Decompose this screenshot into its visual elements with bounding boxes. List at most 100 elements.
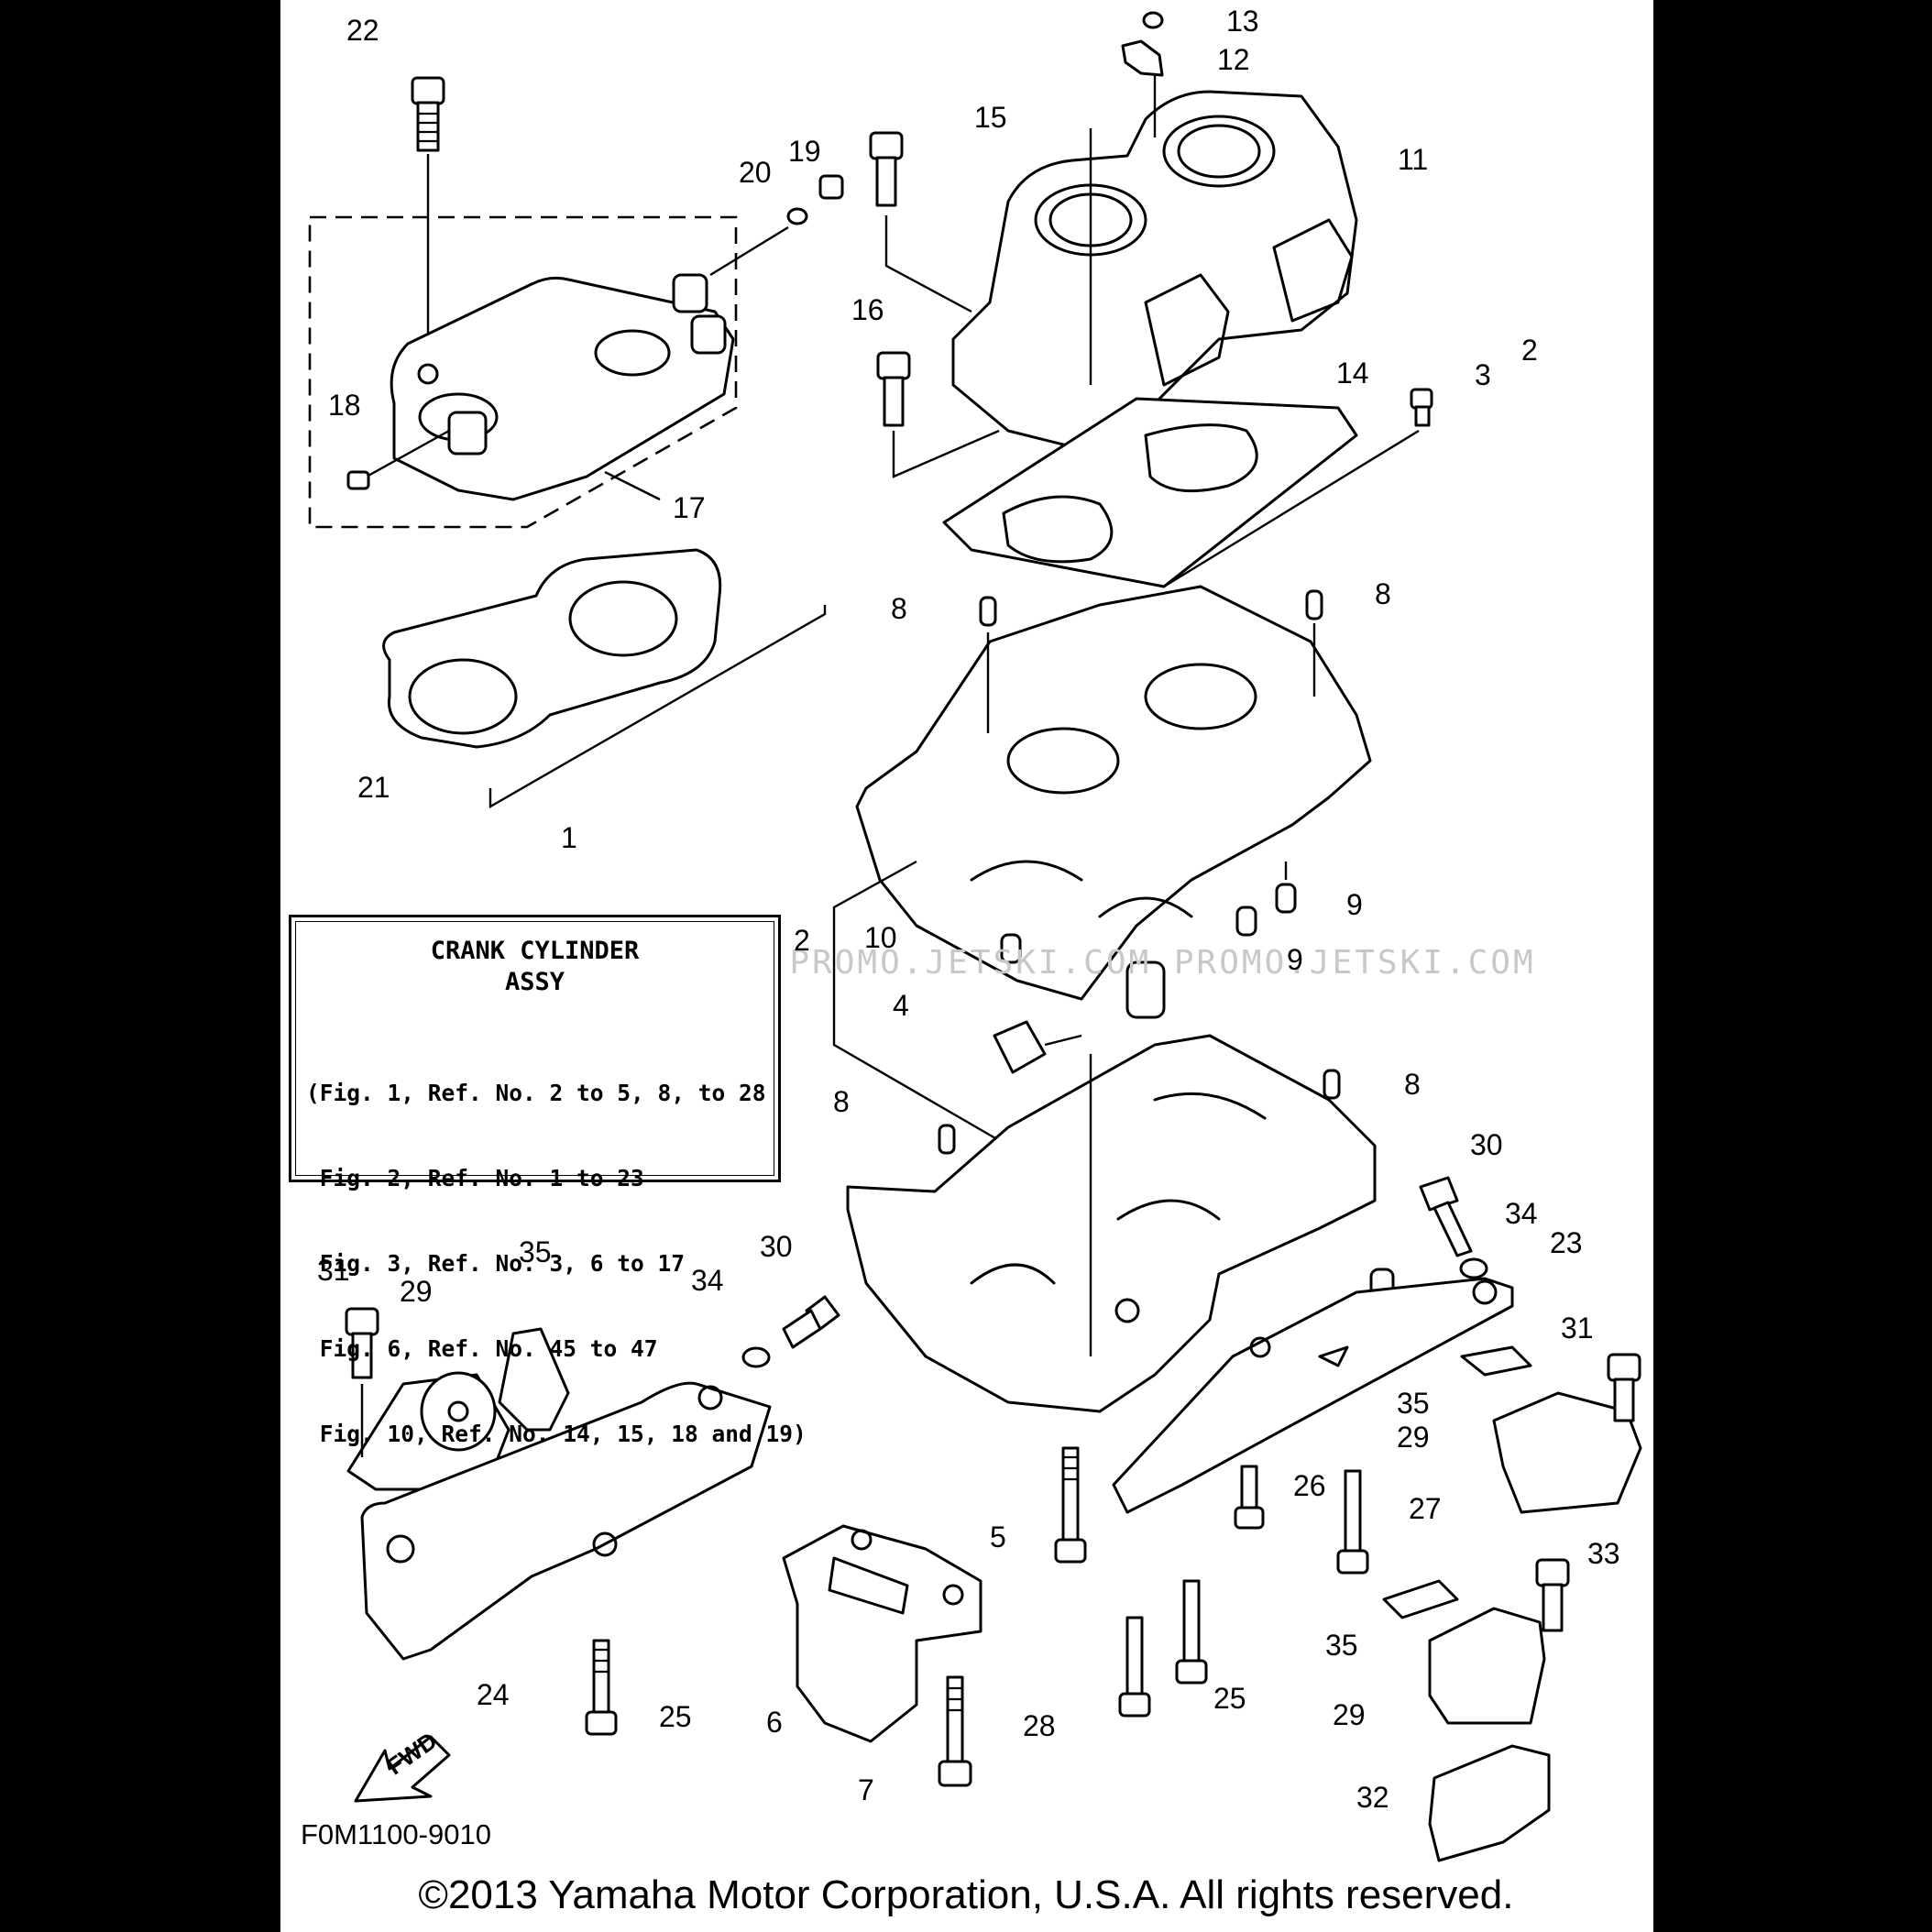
callout-2: 2	[794, 924, 810, 957]
callout-12: 12	[1217, 43, 1250, 76]
callout-4: 4	[893, 989, 909, 1022]
callout-35: 35	[519, 1235, 552, 1268]
callout-29: 29	[400, 1275, 433, 1308]
callout-1: 1	[561, 821, 577, 854]
callout-10: 10	[864, 921, 897, 954]
dowel-9-a-icon	[1275, 862, 1297, 914]
cylinder-11	[951, 64, 1358, 451]
callout-15: 15	[974, 101, 1007, 134]
crank-cylinder-legend-box: CRANK CYLINDER ASSY (Fig. 1, Ref. No. 2 …	[289, 915, 807, 1447]
bolt-27-icon	[1336, 1469, 1369, 1575]
callout-29: 29	[1333, 1698, 1366, 1731]
dowel-10-icon	[1000, 933, 1022, 964]
cylinder-head-assembly	[308, 215, 738, 529]
callout-6: 6	[766, 1706, 783, 1739]
callout-8: 8	[1404, 1068, 1421, 1101]
callout-3: 3	[1475, 358, 1491, 391]
engine-mount-6	[782, 1524, 982, 1743]
bolt-16-icon	[876, 351, 1000, 478]
dowel-8-d-icon	[1323, 1069, 1341, 1100]
callout-30: 30	[1470, 1128, 1503, 1161]
callout-17: 17	[673, 491, 706, 524]
callout-27: 27	[1409, 1492, 1442, 1525]
crankcase-lower	[846, 1034, 1395, 1413]
crankcase-upper	[832, 585, 1372, 1147]
callout-34: 34	[691, 1264, 724, 1297]
callout-34: 34	[1505, 1197, 1538, 1230]
stud-5-icon	[1054, 1446, 1087, 1564]
bolt-30-right-icon	[1419, 1176, 1473, 1257]
sleeve-4-icon	[993, 1020, 1082, 1074]
bolt-15-icon	[869, 131, 972, 313]
callout-29: 29	[1397, 1421, 1430, 1454]
bolt-31-left-icon	[345, 1307, 379, 1457]
callout-35: 35	[1397, 1387, 1430, 1420]
shim-35-right-lower-icon	[1382, 1579, 1459, 1619]
screw-13-icon	[1142, 11, 1164, 29]
bolt-25-left-icon	[585, 1639, 618, 1736]
callout-31: 31	[1561, 1312, 1594, 1345]
callout-13: 13	[1226, 5, 1259, 38]
base-gasket-14	[942, 397, 1358, 588]
callout-8: 8	[833, 1085, 850, 1118]
copyright-notice: ©2013 Yamaha Motor Corporation, U.S.A. A…	[418, 1872, 1514, 1917]
stud-3-icon	[1163, 388, 1433, 588]
bolt-7-icon	[938, 1675, 972, 1787]
legend-lines: (Fig. 1, Ref. No. 2 to 5, 8, to 28 Fig. …	[306, 1022, 807, 1505]
legend-title: CRANK CYLINDER ASSY	[430, 937, 640, 996]
legend-inner-border	[295, 921, 774, 1176]
dowel-8-a-icon	[979, 596, 997, 733]
callout-8: 8	[891, 592, 907, 625]
plug-19-icon	[818, 174, 844, 200]
callout-8: 8	[1375, 577, 1391, 610]
callout-22: 22	[346, 14, 379, 47]
callout-32: 32	[1356, 1781, 1389, 1814]
spacer-32	[1428, 1744, 1551, 1862]
callout-30: 30	[760, 1230, 793, 1263]
bolt-31-right-icon	[1607, 1353, 1641, 1422]
dowel-8-c-icon	[938, 1124, 956, 1155]
legend-line: Fig. 10, Ref. No. 14, 15, 18 and 19)	[306, 1421, 807, 1447]
callout-28: 28	[1023, 1709, 1056, 1742]
callout-16: 16	[851, 293, 884, 326]
callout-18: 18	[328, 389, 361, 422]
engine-mount-29-right-lower	[1428, 1607, 1546, 1725]
callout-26: 26	[1293, 1469, 1326, 1502]
legend-line: Fig. 3, Ref. No. 3, 6 to 17	[306, 1250, 686, 1277]
washer-20-icon	[709, 207, 808, 277]
callout-35: 35	[1325, 1629, 1358, 1662]
dowel-9-b-icon	[1235, 906, 1257, 937]
shim-35-right-upper-icon	[1460, 1345, 1532, 1377]
callout-31: 31	[317, 1254, 350, 1287]
legend-line: Fig. 2, Ref. No. 1 to 23	[306, 1165, 644, 1191]
bolt-26-icon	[1234, 1465, 1265, 1530]
callout-9: 9	[1346, 888, 1363, 921]
shim-35-left-icon	[498, 1327, 570, 1432]
callout-7: 7	[858, 1773, 874, 1806]
head-gasket-21	[382, 548, 827, 809]
legend-line: (Fig. 1, Ref. No. 2 to 5, 8, to 28	[306, 1080, 766, 1106]
callout-23: 23	[1550, 1226, 1583, 1259]
bolt-28-icon	[1118, 1616, 1151, 1718]
callout-9: 9	[1287, 943, 1303, 976]
callout-25: 25	[659, 1700, 692, 1733]
washer-34-left-icon	[741, 1346, 771, 1368]
callout-11: 11	[1398, 143, 1429, 176]
dowel-8-b-icon	[1305, 589, 1323, 697]
callout-5: 5	[990, 1520, 1006, 1553]
bolt-30-left-icon	[782, 1295, 840, 1349]
callout-25: 25	[1213, 1682, 1246, 1715]
callout-24: 24	[477, 1678, 510, 1711]
engine-mount-29-left	[346, 1371, 510, 1491]
fwd-arrow-icon	[354, 1735, 451, 1803]
callout-14: 14	[1336, 357, 1369, 390]
legend-line: Fig. 6, Ref. No. 45 to 47	[306, 1335, 658, 1362]
bolt-25-right-icon	[1175, 1579, 1208, 1685]
bolt-33-icon	[1535, 1558, 1570, 1632]
callout-2: 2	[1521, 334, 1538, 367]
callout-19: 19	[788, 135, 821, 168]
callout-21: 21	[357, 771, 390, 804]
callout-33: 33	[1587, 1537, 1620, 1570]
